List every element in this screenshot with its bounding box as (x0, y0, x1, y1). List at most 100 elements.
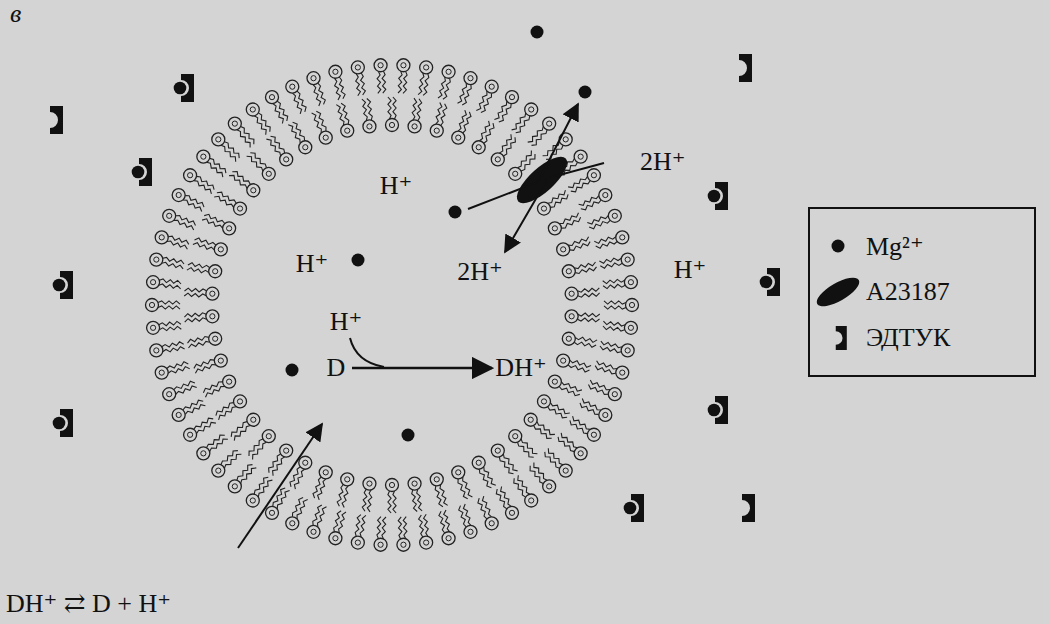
lipid-head (280, 153, 293, 166)
lipid-head (608, 209, 621, 222)
lipid-tail (313, 477, 321, 498)
lipid-head (616, 231, 629, 244)
lipid-head (363, 120, 376, 133)
lipid-head (537, 395, 550, 408)
lipid-tail (424, 514, 429, 536)
legend-text: Mg²⁺ (866, 231, 924, 262)
lipid-head (442, 65, 455, 78)
lipid-head (213, 336, 218, 341)
lipid-head (374, 538, 387, 551)
lipid-head (476, 145, 481, 150)
edta-symbol (708, 182, 728, 210)
lipid-head (616, 366, 629, 379)
lipid-head (280, 444, 293, 457)
lipid-head (355, 65, 360, 70)
lipid-head (367, 124, 372, 129)
lipid-head (218, 358, 223, 363)
lipid-head (629, 302, 634, 307)
lipid-head (201, 154, 206, 159)
lipid-tail (479, 121, 489, 141)
lipid-head (227, 226, 232, 231)
lipid-tail (548, 190, 566, 203)
lipid-head (456, 470, 461, 475)
lipid-tail (271, 136, 285, 153)
lipid-head (176, 412, 181, 417)
lipid-tail (589, 385, 609, 395)
lipid-head (341, 124, 354, 137)
lipid-tail (484, 467, 496, 486)
lipid-head (333, 536, 338, 541)
edta-symbol (53, 409, 73, 437)
lipid-head (464, 525, 477, 538)
legend-row: ЭДТУК (810, 315, 1034, 361)
lipid-head (543, 480, 556, 493)
lipid-head (574, 150, 587, 163)
edta-symbol (708, 396, 728, 424)
lipid-tail (159, 284, 181, 289)
lipid-head (363, 477, 376, 490)
lipid-head (430, 124, 443, 137)
lipid-tail (423, 74, 429, 96)
lipid-tail (355, 515, 361, 537)
lipid-head (210, 314, 215, 319)
lipid-tail (403, 71, 407, 93)
lipid-head (468, 76, 473, 81)
lipid-head (621, 344, 634, 357)
chemical-label: DH⁺ (495, 355, 546, 381)
lipid-head (628, 280, 633, 285)
lipid-tail (435, 486, 443, 507)
lipid-head (286, 517, 299, 530)
lipid-tail (185, 288, 207, 292)
lipid-tail (578, 293, 600, 297)
lipid-head (210, 291, 215, 296)
lipid-head (624, 276, 637, 289)
edta-symbol (836, 326, 847, 350)
lipid-head (624, 321, 637, 334)
legend-row: Mg²⁺ (810, 223, 1034, 269)
lipid-tail (266, 139, 280, 156)
lipid-head (323, 470, 328, 475)
lipid-head (172, 189, 185, 202)
lipid-tail (596, 242, 618, 249)
lipid-head (216, 137, 221, 142)
lipid-tail (571, 181, 590, 192)
lipid-head (345, 128, 350, 133)
lipid-tail (273, 457, 285, 476)
lipid-tail (580, 403, 599, 415)
lipid-tail (334, 78, 340, 100)
lipid-head (167, 213, 172, 218)
lipid-head (625, 257, 630, 262)
lipid-head (159, 235, 164, 240)
lipid-tail (241, 127, 254, 145)
lipid-head (355, 540, 360, 545)
lipid-tail (362, 489, 367, 511)
lipid-head (266, 434, 271, 439)
lipid-tail (568, 365, 589, 372)
lipid-tail (462, 85, 471, 105)
chemical-label: H⁺ (380, 173, 413, 199)
mg-ion (531, 26, 544, 39)
lipid-head (412, 124, 417, 129)
lipid-head (401, 542, 406, 547)
lipid-tail (514, 478, 526, 497)
lipid-head (228, 480, 241, 493)
lipid-tail (439, 511, 445, 533)
lipid-tail (503, 137, 515, 156)
lipid-head (150, 344, 163, 357)
lipid-tail (412, 98, 417, 120)
lipid-head (176, 192, 181, 197)
lipid-tail (216, 403, 234, 416)
lipid-head (286, 80, 299, 93)
lipid-tail (204, 214, 225, 223)
legend-sample (810, 226, 866, 266)
lipid-tail (479, 469, 491, 488)
ions-and-chelators (50, 26, 780, 523)
lipid-head (234, 202, 247, 215)
lipid-tail (582, 399, 601, 411)
lipid-tail (398, 517, 402, 539)
lipid-tail (189, 341, 210, 348)
lipid-head (250, 498, 255, 503)
lipid-head (506, 91, 519, 104)
lipid-head (150, 325, 155, 330)
lipid-head (464, 72, 477, 85)
